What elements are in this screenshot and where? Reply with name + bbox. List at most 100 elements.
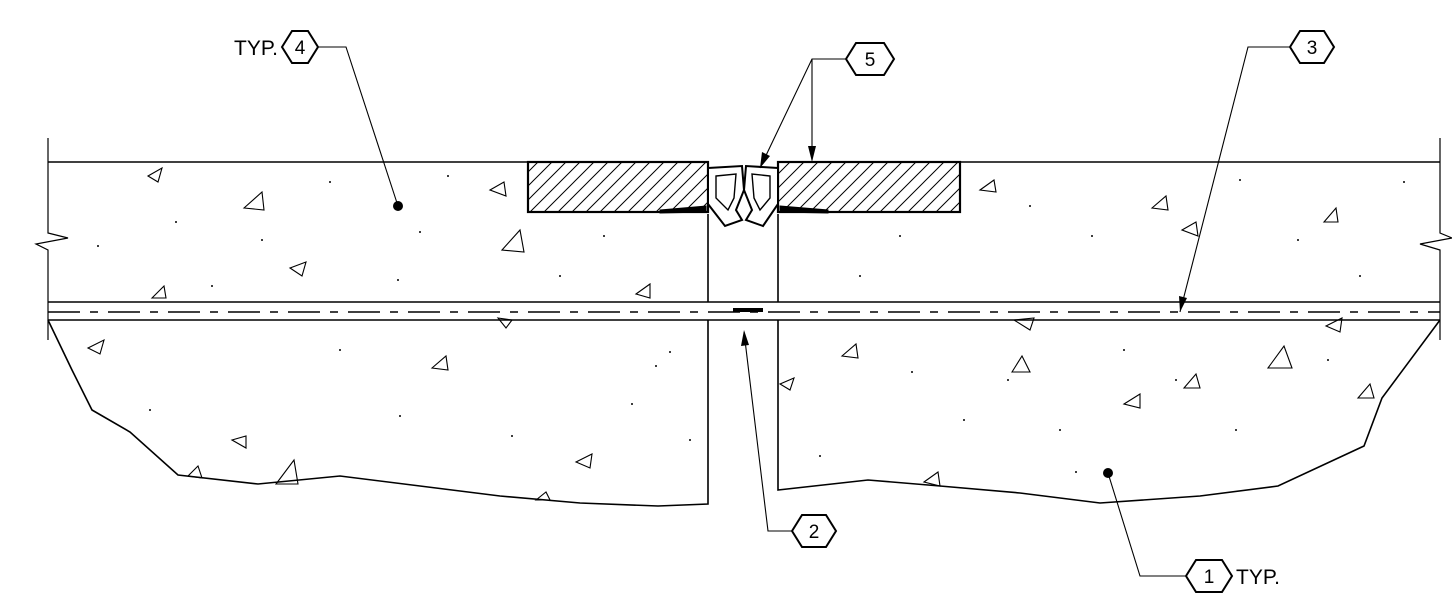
aggregate-dot	[261, 239, 263, 241]
aggregate-dot	[689, 439, 691, 441]
callout-5: 5	[844, 42, 896, 76]
anchor-flange-right	[779, 205, 829, 214]
seal-inner-left	[715, 173, 737, 212]
aggregate-dot	[1007, 379, 1009, 381]
aggregate-dot	[669, 351, 671, 353]
aggregate-dot	[1075, 471, 1077, 473]
aggregate-triangle	[274, 458, 299, 485]
aggregate-triangle	[230, 435, 247, 449]
aggregate-triangle	[1150, 194, 1169, 211]
upper-slab	[48, 161, 1440, 321]
aggregate-dot	[511, 435, 513, 437]
aggregate-dot	[1091, 235, 1093, 237]
callout-hexagon-1	[1184, 559, 1234, 593]
aggregate-triangle	[86, 338, 105, 355]
aggregate-dot	[603, 235, 605, 237]
aggregate-dot	[1327, 359, 1329, 361]
leader-5a	[759, 58, 846, 169]
aggregate-dot	[1029, 205, 1031, 207]
callout-number-5: 5	[865, 50, 876, 71]
aggregate-dot	[963, 419, 965, 421]
aggregate-dot	[559, 275, 561, 277]
aggregate-dot	[1359, 275, 1361, 277]
callout-3: 3	[1288, 30, 1336, 64]
aggregate-dot	[655, 365, 657, 367]
nosing-block-left	[526, 160, 710, 214]
right-break-line	[1419, 138, 1452, 340]
leader-3	[1179, 46, 1290, 313]
aggregate-dot	[1059, 429, 1061, 431]
aggregate-triangle	[978, 179, 997, 193]
aggregate-triangle	[1324, 317, 1343, 333]
left-break-line	[34, 138, 69, 340]
callout-hexagon-2	[790, 514, 838, 548]
aggregate-dot	[149, 409, 151, 411]
aggregate-triangle	[1012, 317, 1035, 331]
nosing-blocks	[526, 160, 962, 214]
aggregate-dot	[1297, 239, 1299, 241]
leader-lines	[318, 46, 1290, 577]
aggregate-triangle	[488, 181, 507, 197]
callout-2: 2	[790, 514, 838, 548]
aggregate-triangle	[778, 377, 795, 391]
aggregate-dot	[175, 221, 177, 223]
arrowhead-2	[741, 330, 749, 346]
aggregate-triangle	[496, 317, 513, 329]
break-lines	[34, 138, 1452, 340]
aggregate-triangle	[1182, 372, 1201, 389]
lower-slab	[47, 319, 1441, 507]
leader-2	[743, 331, 792, 532]
aggregate-dot	[1235, 429, 1237, 431]
aggregate-dot	[97, 245, 99, 247]
aggregate-dot	[819, 455, 821, 457]
callout-number-4: 4	[295, 38, 306, 59]
callout-number-1: 1	[1204, 567, 1215, 588]
aggregate-dot	[397, 279, 399, 281]
lower-slab-right-outline	[777, 319, 1441, 504]
aggregate-triangle	[430, 354, 449, 371]
aggregate-dot	[1403, 181, 1405, 183]
lower-slab-left-outline	[47, 319, 709, 507]
leader-1	[1107, 472, 1186, 577]
aggregate-triangle	[1322, 206, 1339, 223]
aggregate-triangle	[1266, 344, 1293, 369]
dowel-sleeve	[733, 308, 763, 312]
seal-inner-right	[751, 173, 771, 212]
aggregate-triangle	[1011, 354, 1031, 373]
callout-number-2: 2	[809, 522, 820, 543]
aggregate-triangle	[186, 464, 203, 479]
arrowhead-5b	[808, 146, 816, 162]
callout-hexagon-4	[280, 30, 320, 64]
aggregate-dot	[419, 231, 421, 233]
aggregate-symbols	[86, 166, 1375, 501]
callout-hexagon-3	[1288, 30, 1336, 64]
callout-1: 1 TYP.	[1184, 559, 1280, 593]
callout-4: 4 TYP.	[234, 30, 320, 64]
leader-4	[318, 46, 399, 207]
aggregate-dot	[1239, 179, 1241, 181]
aggregate-triangle	[1122, 393, 1141, 409]
aggregate-dot	[211, 285, 213, 287]
arrowhead-5a	[760, 152, 770, 168]
leader-arrowheads	[393, 146, 1187, 478]
arrowhead-3	[1179, 296, 1187, 312]
aggregate-triangle	[1180, 221, 1199, 237]
aggregate-triangle	[1356, 382, 1375, 399]
leader-dot-1	[1103, 468, 1113, 478]
aggregate-dot	[1123, 349, 1125, 351]
aggregate-triangle	[534, 491, 551, 501]
aggregate-triangle	[634, 282, 651, 299]
callout-note-1: TYP.	[1236, 566, 1280, 589]
aggregate-dot	[447, 175, 449, 177]
callout-hexagon-5	[844, 42, 896, 76]
callout-number-3: 3	[1307, 38, 1318, 59]
aggregate-dot	[329, 181, 331, 183]
aggregate-dot	[399, 415, 401, 417]
aggregate-triangle	[288, 261, 307, 277]
aggregate-dot	[1175, 379, 1177, 381]
aggregate-triangle	[840, 342, 859, 359]
aggregate-dot	[911, 371, 913, 373]
aggregate-dots	[97, 175, 1405, 473]
aggregate-triangle	[922, 471, 941, 487]
